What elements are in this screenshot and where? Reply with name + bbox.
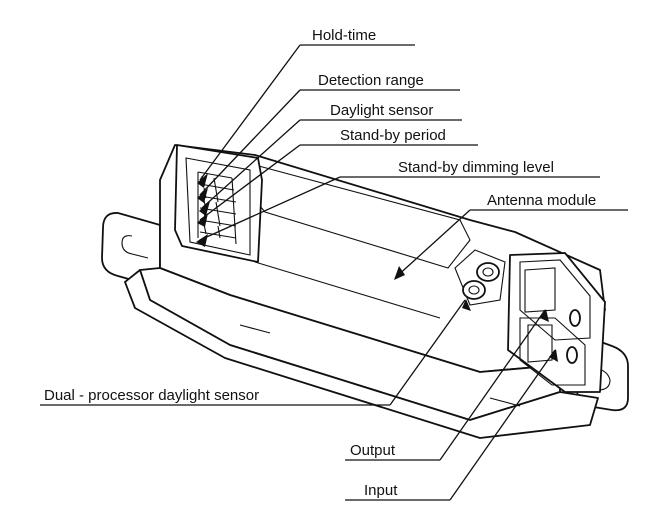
- left-mounting-slot: [121, 235, 149, 259]
- device-body: [101, 144, 629, 439]
- terminal-block: [507, 252, 606, 393]
- label-standby-dimming-level: Stand-by dimming level: [398, 159, 554, 176]
- label-output: Output: [350, 442, 396, 459]
- label-dual-processor-daylight-sensor: Dual - processor daylight sensor: [44, 387, 259, 404]
- label-input: Input: [364, 482, 398, 499]
- label-detection-range: Detection range: [318, 72, 424, 89]
- label-antenna-module: Antenna module: [487, 192, 596, 209]
- label-hold-time: Hold-time: [312, 27, 376, 44]
- label-standby-period: Stand-by period: [340, 127, 446, 144]
- antenna-arrow: [394, 266, 405, 280]
- hold-time-arrow: [197, 173, 208, 188]
- daylight-sensor-lens: [454, 249, 506, 306]
- right-mounting-slot: [595, 367, 611, 391]
- leader-lines: [40, 44, 628, 501]
- label-daylight-sensor: Daylight sensor: [330, 102, 433, 119]
